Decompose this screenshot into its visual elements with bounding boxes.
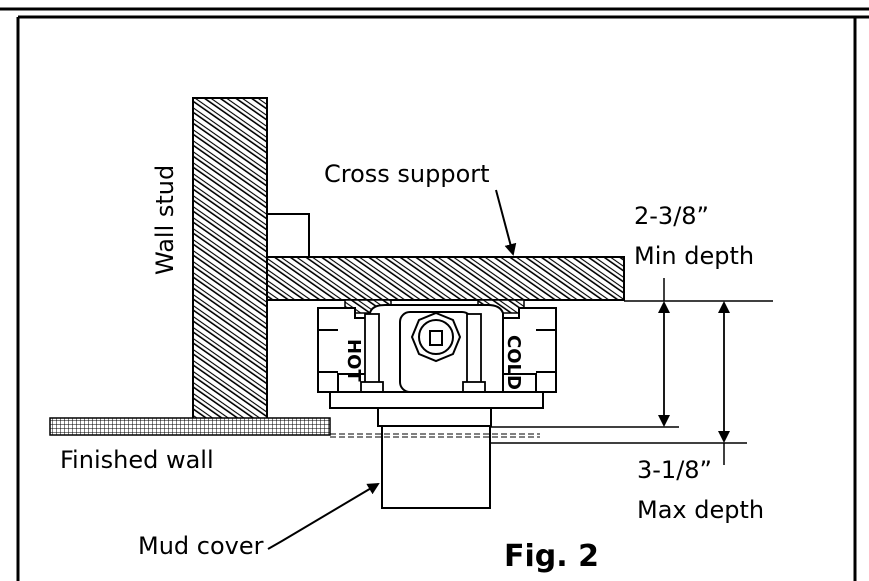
cross-support-label: Cross support bbox=[324, 160, 490, 188]
dimension-lines bbox=[490, 278, 773, 465]
wall-stud bbox=[192, 97, 268, 421]
cold-label: COLD bbox=[503, 335, 524, 390]
min-depth-caption-label: Min depth bbox=[634, 242, 754, 270]
cross-support-leader-arrow bbox=[495, 189, 517, 256]
mounting-screws bbox=[360, 313, 486, 393]
finished-wall bbox=[49, 417, 331, 436]
hot-label: HOT bbox=[343, 339, 364, 382]
max-depth-value-label: 3-1/8” bbox=[637, 456, 712, 484]
base-plate bbox=[329, 391, 544, 409]
stem-nut bbox=[410, 311, 462, 363]
wall-stud-label: Wall stud bbox=[151, 165, 179, 275]
figure-frame bbox=[0, 7, 869, 581]
support-block bbox=[266, 213, 310, 259]
mud-cover bbox=[381, 425, 491, 509]
figure-title: Fig. 2 bbox=[504, 539, 599, 574]
mud-cover-label: Mud cover bbox=[138, 532, 264, 560]
finished-wall-label: Finished wall bbox=[60, 446, 214, 474]
plaster-guard-ring bbox=[377, 407, 492, 427]
cross-support bbox=[266, 256, 625, 301]
max-depth-caption-label: Max depth bbox=[637, 496, 764, 524]
mud-cover-leader-arrow bbox=[267, 482, 380, 550]
min-depth-value-label: 2-3/8” bbox=[634, 202, 709, 230]
